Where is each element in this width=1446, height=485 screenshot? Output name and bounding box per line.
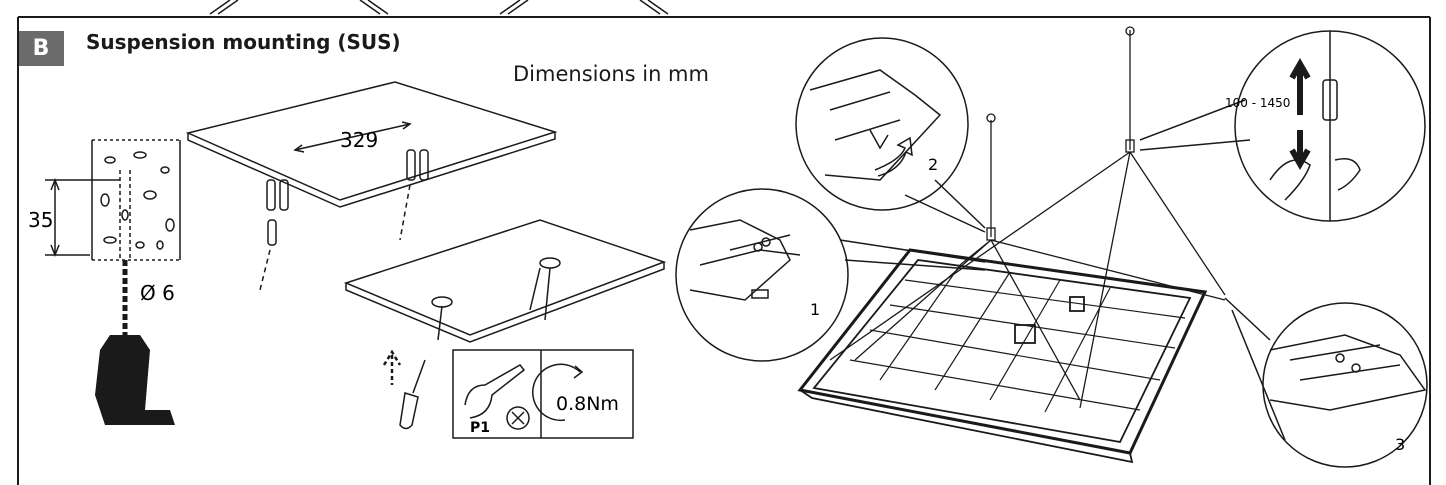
drill-depth-label: 35 — [28, 208, 53, 232]
section-badge: B — [18, 31, 64, 66]
top-chevrons — [209, 0, 669, 15]
detail-circle-3 — [1139, 30, 1426, 222]
drill-icon — [95, 260, 175, 425]
step-2-label: 2 — [928, 155, 938, 174]
detail-circle-1 — [675, 188, 986, 362]
ceiling-slab-bottom — [343, 219, 667, 343]
section-title: Suspension mounting (SUS) — [86, 30, 401, 54]
step-1-label: 1 — [810, 300, 820, 319]
led-panel — [797, 248, 1208, 464]
concrete-wall-section — [45, 139, 181, 261]
detail-circle-4 — [1224, 297, 1428, 468]
anchor-spacing-label: 329 — [340, 128, 378, 152]
step-3-label: 3 — [1395, 435, 1405, 454]
drill-diameter-label: Ø 6 — [140, 281, 175, 305]
dimensions-note: Dimensions in mm — [513, 62, 709, 86]
tool-spec-box — [452, 349, 634, 439]
suspension-length-label: 100 - 1450 — [1225, 96, 1290, 110]
screwdriver-icon — [382, 349, 426, 430]
tool-bit-label: P1 — [470, 420, 490, 436]
detail-circle-2 — [795, 37, 986, 233]
outer-frame — [17, 16, 1431, 485]
anchor-plugs — [259, 121, 429, 291]
ceiling-slab-top — [185, 81, 558, 208]
suspension-wires — [829, 26, 1226, 409]
torque-label: 0.8Nm — [556, 393, 619, 415]
